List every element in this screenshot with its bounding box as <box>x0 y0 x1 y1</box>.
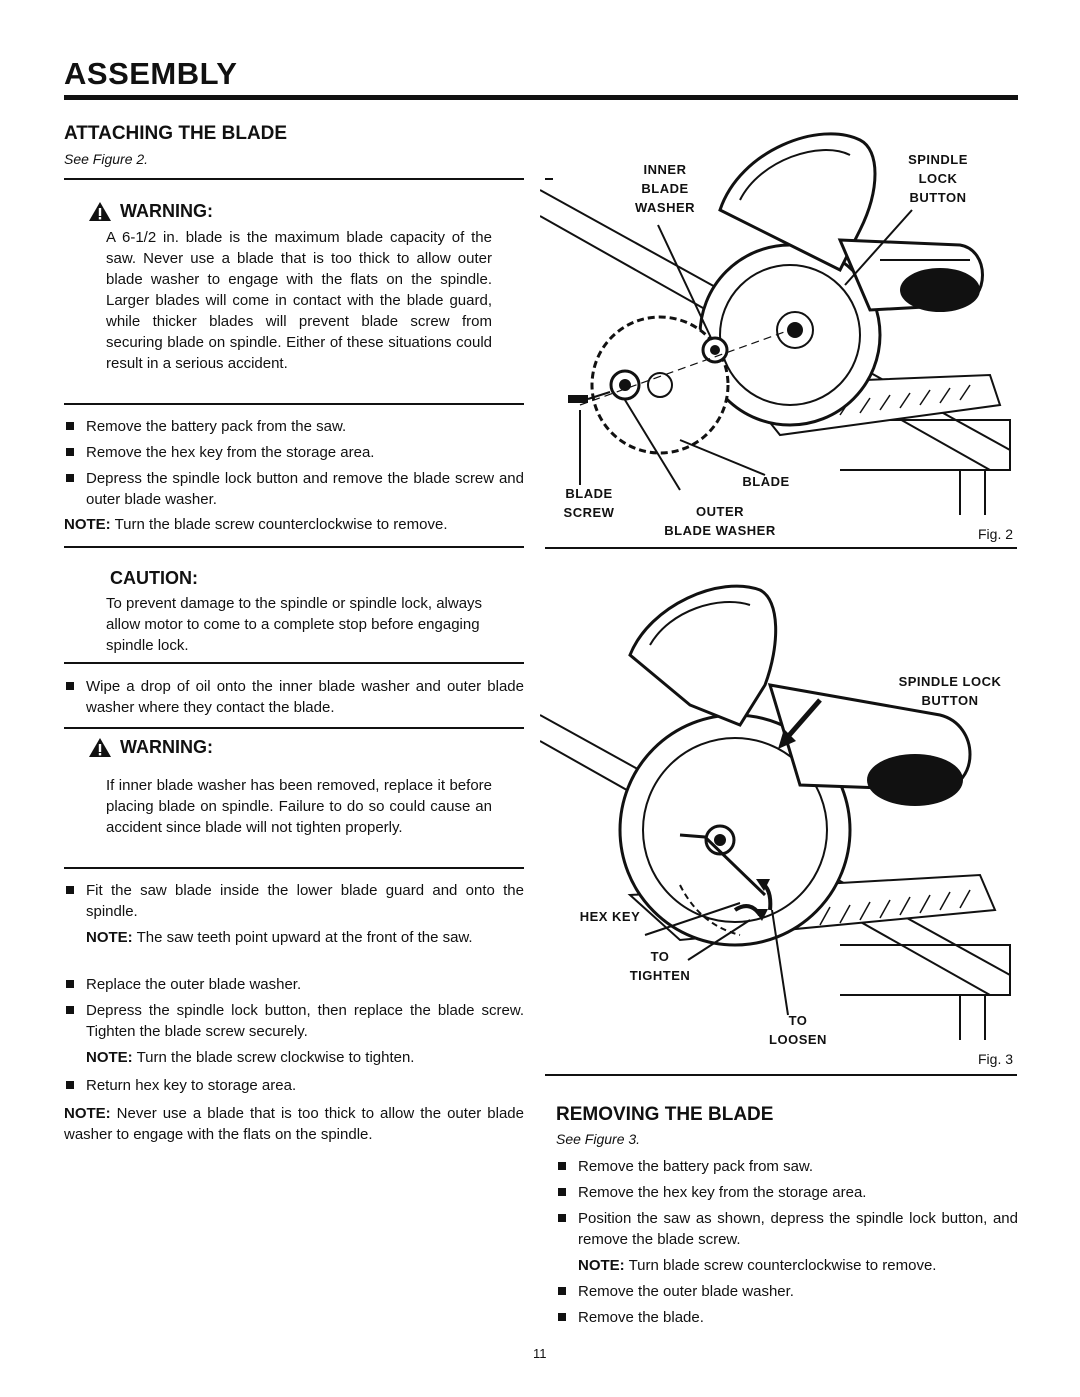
divider <box>64 546 524 548</box>
list-item: Wipe a drop of oil onto the inner blade … <box>64 676 524 718</box>
see-figure-2: See Figure 2. <box>64 151 149 167</box>
label-line: SPINDLE LOCK <box>898 674 1002 689</box>
label-line: BLADE <box>641 181 689 196</box>
label-line: INNER <box>643 162 687 177</box>
label-line: BUTTON <box>921 693 979 708</box>
warning-icon <box>89 738 111 757</box>
note-text: Turn the blade screw counterclockwise to… <box>110 516 448 533</box>
list-item: Remove the blade. <box>556 1307 1018 1328</box>
title-rule <box>64 95 1018 100</box>
note-text: Never use a blade that is too thick to a… <box>64 1105 524 1143</box>
note-label: NOTE: <box>64 516 111 533</box>
figure-2-caption: Fig. 2 <box>978 526 1014 542</box>
note-4: NOTE: Never use a blade that is too thic… <box>64 1103 524 1145</box>
see-figure-3: See Figure 3. <box>556 1131 641 1147</box>
warning-text-2: If inner blade washer has been removed, … <box>106 777 492 836</box>
divider <box>545 547 1017 549</box>
note-text: The saw teeth point upward at the front … <box>132 929 473 946</box>
note-3: NOTE: Turn the blade screw clockwise to … <box>86 1047 524 1068</box>
label-line: OUTER <box>696 504 744 519</box>
list-item: Remove the battery pack from saw. <box>556 1156 1018 1177</box>
fig2-label-inner-blade-washer: INNER BLADE WASHER <box>622 160 708 217</box>
figure-2-illustration <box>540 132 1011 515</box>
label-line: SPINDLE <box>908 152 968 167</box>
note-label: NOTE: <box>64 1105 111 1122</box>
label-line: SCREW <box>563 505 615 520</box>
note-text: Turn the blade screw clockwise to tighte… <box>132 1049 415 1066</box>
divider <box>64 178 524 180</box>
list-item: Remove the hex key from the storage area… <box>64 442 524 463</box>
warning-header-2: WARNING: <box>88 737 213 758</box>
label-line: TIGHTEN <box>629 968 691 983</box>
caution-header: CAUTION: <box>110 568 198 589</box>
divider <box>545 1074 1017 1076</box>
divider <box>64 662 524 664</box>
label-line: BLADE <box>565 486 613 501</box>
list-item: Position the saw as shown, depress the s… <box>556 1208 1018 1250</box>
attaching-title: ATTACHING THE BLADE <box>64 123 288 144</box>
page-title: ASSEMBLY <box>64 56 238 91</box>
removing-title: REMOVING THE BLADE <box>556 1104 774 1125</box>
steps-list-2: Wipe a drop of oil onto the inner blade … <box>64 676 524 723</box>
fig2-label-outer-blade-washer: OUTER BLADE WASHER <box>660 502 780 540</box>
removing-note: NOTE: Turn blade screw counterclockwise … <box>578 1255 1018 1276</box>
fig2-label-spindle-lock-button: SPINDLE LOCK BUTTON <box>896 150 980 207</box>
list-item: Remove the battery pack from the saw. <box>64 416 524 437</box>
warning-label: WARNING: <box>120 737 213 757</box>
fig3-label-hex-key: HEX KEY <box>579 909 641 924</box>
fig2-label-blade: BLADE <box>742 474 790 489</box>
removing-steps-1: Remove the battery pack from saw. Remove… <box>556 1156 1018 1255</box>
figure-3-illustration <box>540 584 1011 1040</box>
list-item: Depress the spindle lock button and remo… <box>64 468 524 510</box>
warning-label: WARNING: <box>120 201 213 221</box>
note-text: Turn blade screw counterclockwise to rem… <box>624 1257 937 1274</box>
note-2: NOTE: The saw teeth point upward at the … <box>86 927 524 948</box>
steps-list-4: Replace the outer blade washer. Depress … <box>64 974 524 1047</box>
label-line: BLADE WASHER <box>664 523 776 538</box>
list-item: Replace the outer blade washer. <box>64 974 524 995</box>
caution-label: CAUTION: <box>110 568 198 588</box>
note-label: NOTE: <box>578 1257 625 1274</box>
label-line: LOOSEN <box>769 1032 827 1047</box>
steps-list-5: Return hex key to storage area. <box>64 1075 524 1101</box>
figure-3-caption: Fig. 3 <box>978 1051 1014 1067</box>
label-line: TO <box>788 1013 808 1028</box>
removing-steps-2: Remove the outer blade washer. Remove th… <box>556 1281 1018 1333</box>
note-1: NOTE: Turn the blade screw counterclockw… <box>64 514 524 535</box>
list-item: Return hex key to storage area. <box>64 1075 524 1096</box>
note-label: NOTE: <box>86 929 133 946</box>
fig2-label-blade-screw: BLADE SCREW <box>553 484 625 522</box>
page-number: 11 <box>533 1346 547 1361</box>
list-item: Fit the saw blade inside the lower blade… <box>64 880 524 922</box>
label-line: LOCK <box>918 171 958 186</box>
steps-list-3: Fit the saw blade inside the lower blade… <box>64 880 524 927</box>
label-line: BUTTON <box>909 190 967 205</box>
divider <box>545 178 553 180</box>
label-line: WASHER <box>634 200 696 215</box>
list-item: Depress the spindle lock button, then re… <box>64 1000 524 1042</box>
warning-header-1: WARNING: <box>88 201 213 222</box>
divider <box>64 403 524 405</box>
fig3-label-spindle-lock-button: SPINDLE LOCK BUTTON <box>888 672 1012 710</box>
list-item: Remove the outer blade washer. <box>556 1281 1018 1302</box>
fig3-label-to-tighten: TO TIGHTEN <box>620 947 700 985</box>
fig3-label-to-loosen: TO LOOSEN <box>758 1011 838 1049</box>
warning-text-1: A 6-1/2 in. blade is the maximum blade c… <box>106 229 492 372</box>
divider <box>64 727 524 729</box>
caution-text: To prevent damage to the spindle or spin… <box>106 595 483 654</box>
note-label: NOTE: <box>86 1049 133 1066</box>
divider <box>64 867 524 869</box>
steps-list-1: Remove the battery pack from the saw. Re… <box>64 416 524 515</box>
list-item: Remove the hex key from the storage area… <box>556 1182 1018 1203</box>
label-line: TO <box>650 949 670 964</box>
warning-icon <box>89 202 111 221</box>
